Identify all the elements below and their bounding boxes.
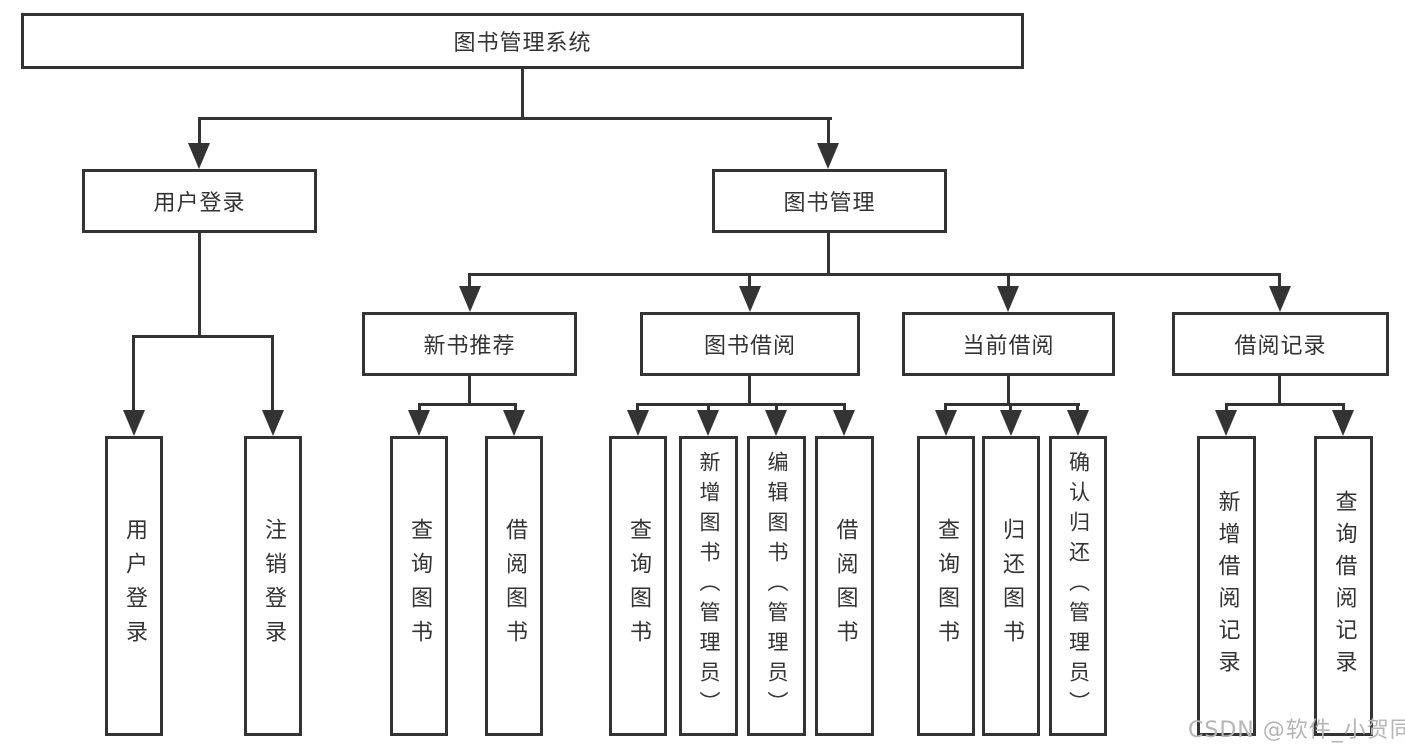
node-book-management-label: 图书管理 [783, 191, 876, 216]
leaf-add-borrow-record: 新增借阅记录 [1197, 436, 1256, 736]
connector-book-borrow-stem [748, 376, 751, 406]
connector-drop-leaf-login [132, 335, 135, 413]
node-user-login-label: 用户登录 [153, 191, 246, 216]
arrow-down-icon [188, 143, 210, 169]
arrow-down-icon [1067, 410, 1089, 436]
node-book-borrow-label: 图书借阅 [703, 334, 796, 359]
connector-drop-new-books [468, 273, 471, 289]
leaf-label: 查询图书 [626, 518, 651, 654]
arrow-down-icon [997, 286, 1019, 312]
leaf-label: 借阅图书 [832, 518, 858, 654]
arrow-down-icon [817, 143, 839, 169]
arrow-down-icon [833, 410, 855, 436]
node-root-label: 图书管理系统 [453, 31, 592, 56]
leaf-label: 查询图书 [934, 518, 959, 654]
connector-user-login-stem [198, 233, 201, 338]
node-borrow-record-label: 借阅记录 [1234, 334, 1327, 359]
leaf-label: 查询借阅记录 [1331, 490, 1357, 682]
node-current-borrow-label: 当前借阅 [962, 334, 1055, 359]
leaf-label: 新增借阅记录 [1214, 490, 1240, 682]
leaf-label: 用户登录 [122, 518, 147, 654]
connector-drop [1009, 403, 1012, 415]
leaf-label: 新增图书（管理员） [697, 451, 721, 721]
leaf-label: 查询图书 [407, 518, 432, 654]
connector-drop [707, 403, 710, 415]
leaf-label: 归还图书 [999, 518, 1024, 654]
arrow-down-icon [262, 410, 284, 436]
leaf-user-login: 用户登录 [105, 436, 163, 736]
connector-current-borrow-rail [944, 403, 1080, 406]
leaf-query-book-current: 查询图书 [917, 436, 975, 736]
arrow-down-icon [765, 410, 787, 436]
connector-drop [1342, 403, 1345, 415]
leaf-return-book: 归还图书 [982, 436, 1040, 736]
connector-root-stem [521, 67, 524, 119]
leaf-query-borrow-record: 查询借阅记录 [1314, 436, 1373, 736]
connector-drop [418, 403, 421, 415]
connector-drop [1225, 403, 1228, 415]
arrow-down-icon [503, 410, 525, 436]
connector-drop [775, 403, 778, 415]
leaf-query-book-recommend: 查询图书 [390, 436, 448, 736]
connector-drop [514, 403, 517, 415]
connector-borrow-records-stem [1278, 376, 1281, 406]
connector-book-management-stem [827, 233, 830, 276]
connector-drop-leaf-logout [271, 335, 274, 413]
connector-borrow-records-rail [1225, 403, 1345, 406]
connector-level2-rail [198, 117, 832, 120]
connector-new-books-rail [418, 403, 517, 406]
arrow-down-icon [627, 410, 649, 436]
arrow-down-icon [1332, 410, 1354, 436]
arrow-down-icon [123, 410, 145, 436]
leaf-label: 编辑图书（管理员） [765, 451, 789, 721]
node-book-borrow: 图书借阅 [640, 312, 860, 376]
connector-level3-rail [468, 273, 1281, 276]
arrow-down-icon [697, 410, 719, 436]
connector-drop [944, 403, 947, 415]
connector-book-borrow-rail [636, 403, 846, 406]
node-new-book-recommend: 新书推荐 [362, 312, 577, 376]
node-user-login: 用户登录 [82, 169, 317, 233]
leaf-confirm-return-admin: 确认归还（管理员） [1049, 436, 1107, 736]
leaf-logout: 注销登录 [244, 436, 302, 736]
leaf-label: 注销登录 [261, 518, 286, 654]
node-new-book-recommend-label: 新书推荐 [423, 334, 516, 359]
arrow-down-icon [459, 286, 481, 312]
leaf-query-book-borrow: 查询图书 [609, 436, 667, 736]
arrow-down-icon [1215, 410, 1237, 436]
connector-drop-book-borrow [748, 273, 751, 289]
arrow-down-icon [935, 410, 957, 436]
leaf-edit-book-admin: 编辑图书（管理员） [747, 436, 806, 736]
connector-drop-borrow-records [1278, 273, 1281, 289]
connector-drop-current-borrow [1007, 273, 1010, 289]
connector-drop [636, 403, 639, 415]
arrow-down-icon [408, 410, 430, 436]
arrow-down-icon [739, 286, 761, 312]
connector-drop-user-login [198, 117, 201, 149]
leaf-add-book-admin: 新增图书（管理员） [679, 436, 738, 736]
arrow-down-icon [1000, 410, 1022, 436]
leaf-borrow-book: 借阅图书 [815, 436, 874, 736]
connector-drop [1076, 403, 1079, 415]
connector-current-borrow-stem [1007, 376, 1010, 406]
connector-drop [843, 403, 846, 415]
node-book-management: 图书管理 [712, 169, 947, 233]
connector-drop-book-management [827, 117, 830, 149]
leaf-label: 借阅图书 [502, 518, 527, 654]
node-root: 图书管理系统 [21, 13, 1024, 69]
connector-new-books-stem [468, 376, 471, 406]
leaf-borrow-book-recommend: 借阅图书 [485, 436, 543, 736]
connector-user-login-rail [132, 335, 274, 338]
node-borrow-record: 借阅记录 [1172, 312, 1389, 376]
arrow-down-icon [1269, 286, 1291, 312]
csdn-watermark: CSDN @软件_小贺同学 [1188, 718, 1405, 743]
node-current-borrow: 当前借阅 [902, 312, 1115, 376]
leaf-label: 确认归还（管理员） [1066, 451, 1091, 721]
